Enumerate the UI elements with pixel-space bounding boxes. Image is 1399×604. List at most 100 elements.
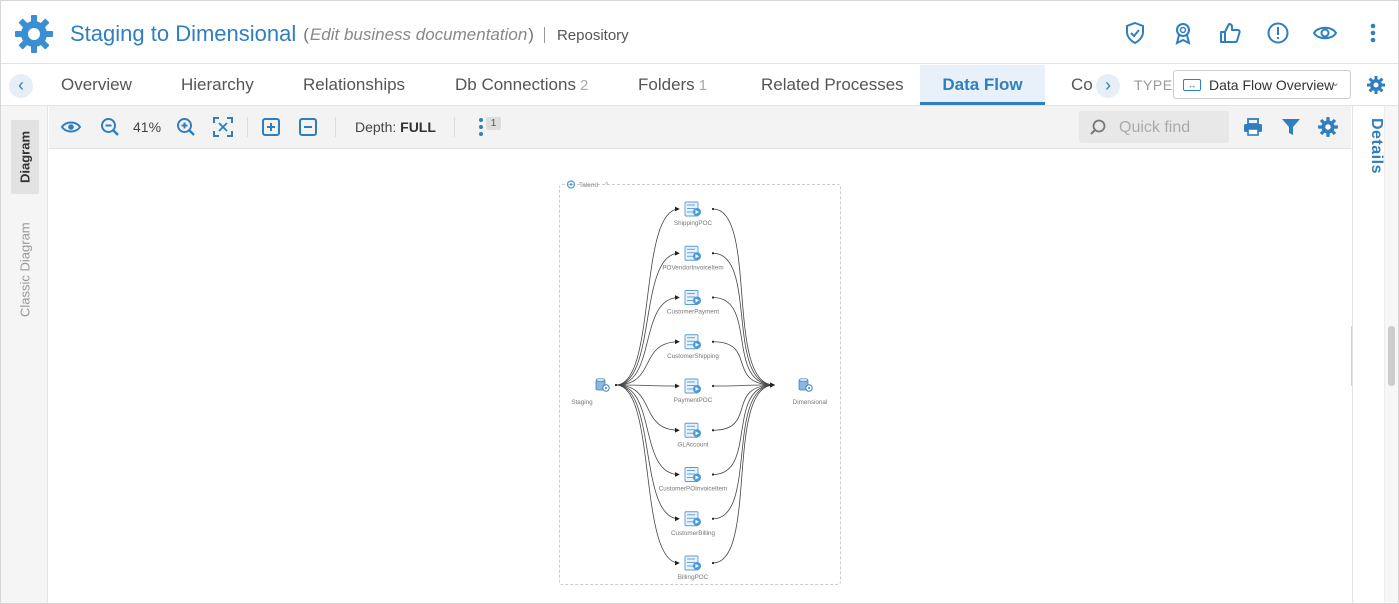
job-label: ShippingPOC <box>674 220 713 227</box>
port-dot <box>711 340 715 343</box>
scrollbar[interactable] <box>1384 106 1398 603</box>
tab-label: Hierarchy <box>181 75 254 94</box>
collapse-all-icon[interactable] <box>297 116 319 138</box>
print-icon[interactable] <box>1242 116 1264 138</box>
details-tab[interactable]: Details <box>1368 118 1385 174</box>
flow-edge[interactable] <box>712 341 775 388</box>
job-icon <box>684 422 701 438</box>
shield-check-icon[interactable] <box>1123 21 1147 45</box>
chevron-left-icon[interactable]: ‹ <box>9 74 33 98</box>
scrollbar-thumb[interactable] <box>1388 326 1395 386</box>
alert-circle-icon[interactable] <box>1266 21 1290 45</box>
fit-to-screen-icon[interactable] <box>212 116 234 138</box>
flow-edge[interactable] <box>615 384 680 433</box>
more-vertical-icon[interactable] <box>1361 21 1385 45</box>
source-node[interactable]: Staging <box>571 378 618 407</box>
port-dot <box>711 384 715 388</box>
flow-edge[interactable] <box>712 382 775 431</box>
flow-edge[interactable] <box>712 382 775 520</box>
chevron-right-icon[interactable]: › <box>1096 74 1120 98</box>
chevron-down-icon: ⌄ <box>1330 77 1340 89</box>
job-node[interactable]: POVendorInvoiceItem <box>662 245 724 271</box>
thumbs-up-icon[interactable] <box>1218 21 1242 45</box>
job-node[interactable]: GLAccount <box>677 422 715 448</box>
flow-edge[interactable] <box>712 252 775 388</box>
job-node[interactable]: CustomerBilling <box>671 511 716 537</box>
tab-diagram-label: Diagram <box>17 130 33 184</box>
job-node[interactable]: CustomerShipping <box>667 334 719 360</box>
job-node[interactable]: PaymentPOC <box>674 378 715 404</box>
gear-icon <box>15 15 53 53</box>
type-select[interactable]: ↔ Data Flow Overview ⌄ <box>1173 70 1351 99</box>
flow-edge[interactable] <box>615 384 680 566</box>
database-icon <box>798 378 813 392</box>
settings-icon[interactable] <box>1366 75 1386 95</box>
zoom-out-icon[interactable] <box>99 116 121 138</box>
job-label: CustomerPOInvoiceItem <box>659 486 728 493</box>
database-icon <box>595 378 610 392</box>
job-label: POVendorInvoiceItem <box>662 264 723 271</box>
job-node[interactable]: CustomerPayment <box>667 290 719 316</box>
job-label: GLAccount <box>677 441 708 448</box>
flow-edge[interactable] <box>712 382 775 564</box>
flow-edge[interactable] <box>615 250 680 386</box>
flow-edge[interactable] <box>615 295 680 386</box>
target-node[interactable]: Dimensional <box>793 378 828 407</box>
flow-edge[interactable] <box>615 384 680 477</box>
flow-edge[interactable] <box>615 384 680 522</box>
tab-classic-diagram[interactable]: Classic Diagram <box>11 210 39 330</box>
edit-documentation-link[interactable]: Edit business documentation <box>310 25 527 45</box>
flow-edge[interactable] <box>712 382 775 388</box>
flow-edge[interactable] <box>712 382 775 475</box>
tab-data-flow[interactable]: Data Flow <box>920 65 1045 105</box>
quick-find-input[interactable]: Quick find <box>1079 111 1229 143</box>
flow-edge[interactable] <box>615 339 680 386</box>
source-label: Staging <box>571 399 593 406</box>
repository-link[interactable]: Repository <box>556 27 629 44</box>
job-icon <box>684 201 701 217</box>
port-dot <box>711 429 715 432</box>
page-title: Staging to Dimensional <box>70 21 297 46</box>
tab-related-processes[interactable]: Related Processes <box>761 65 904 105</box>
job-node[interactable]: ShippingPOC <box>674 201 715 227</box>
eye-icon[interactable] <box>1313 21 1337 45</box>
depth-control[interactable]: Depth: FULL <box>355 119 436 135</box>
eye-icon[interactable] <box>60 116 82 138</box>
tab-bar: ‹ Overview Hierarchy Relationships Db Co… <box>1 65 1398 106</box>
title-paren-close: ) <box>528 25 534 44</box>
flow-edge[interactable] <box>712 208 775 388</box>
tab-label: Co <box>1071 75 1093 94</box>
flow-edge[interactable] <box>712 297 775 388</box>
flow-edge[interactable] <box>615 206 680 386</box>
tab-truncated[interactable]: Co <box>1071 65 1097 105</box>
job-icon <box>684 511 701 527</box>
quick-find-placeholder: Quick find <box>1119 119 1191 136</box>
job-node[interactable]: CustomerPOInvoiceItem <box>659 467 728 493</box>
job-icon <box>684 334 701 350</box>
tab-diagram[interactable]: Diagram <box>11 120 39 194</box>
talend-group[interactable] <box>559 184 841 585</box>
flow-edge[interactable] <box>615 383 680 389</box>
tab-label: Related Processes <box>761 75 904 94</box>
port-dot <box>614 383 618 387</box>
type-label: TYPE <box>1134 77 1173 93</box>
award-icon[interactable] <box>1171 21 1195 45</box>
chevron-up-icon[interactable]: ^ <box>605 182 609 189</box>
search-icon <box>1090 119 1106 135</box>
job-icon <box>684 378 701 394</box>
expand-all-icon[interactable] <box>260 116 282 138</box>
filter-icon[interactable] <box>1280 116 1302 138</box>
tab-hierarchy[interactable]: Hierarchy <box>181 65 254 105</box>
tab-overview[interactable]: Overview <box>61 65 132 105</box>
more-options-icon[interactable] <box>470 116 492 138</box>
toolbar-divider <box>247 117 248 137</box>
job-label: CustomerShipping <box>667 353 719 360</box>
tab-relationships[interactable]: Relationships <box>303 65 405 105</box>
job-node[interactable]: BillingPOC <box>678 555 715 581</box>
zoom-in-icon[interactable] <box>175 116 197 138</box>
settings-icon[interactable] <box>1317 116 1339 138</box>
